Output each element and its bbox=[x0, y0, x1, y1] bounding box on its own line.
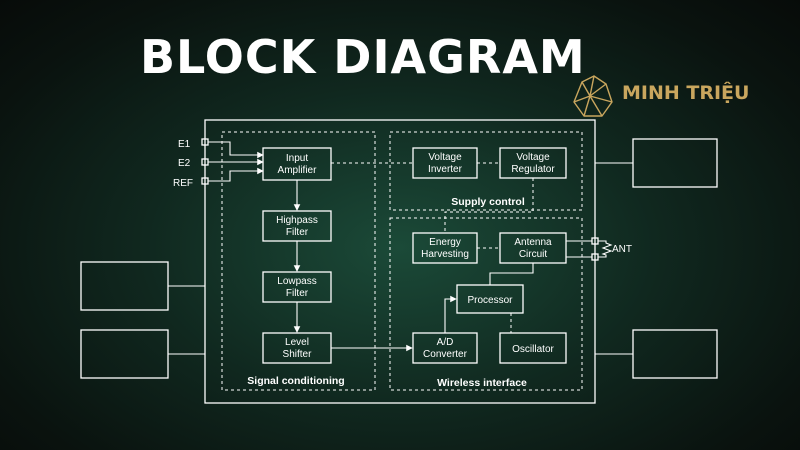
block-voltage-inverter: Voltage Inverter bbox=[412, 147, 478, 179]
brand-name: MINH TRIỆU bbox=[622, 82, 750, 104]
block-label-line: Level bbox=[285, 337, 309, 348]
external-box-right-bottom bbox=[632, 329, 718, 379]
wire-processor-antenna bbox=[489, 263, 534, 285]
block-label-line: Circuit bbox=[519, 249, 548, 260]
block-label-line: A/D bbox=[437, 337, 454, 348]
block-label-line: Voltage bbox=[516, 152, 550, 163]
block-label-line: Inverter bbox=[428, 164, 463, 175]
block-label-line: Energy bbox=[429, 237, 461, 248]
wire-converter-processor bbox=[444, 295, 457, 333]
group-supply-control bbox=[389, 131, 583, 211]
page-title: BLOCK DIAGRAM bbox=[140, 30, 586, 84]
block-antenna-circuit: Antenna Circuit bbox=[499, 232, 567, 264]
external-box-left-top bbox=[80, 261, 169, 311]
supply-line-regulator-harvesting bbox=[444, 178, 534, 233]
block-label-line: Processor bbox=[467, 295, 513, 306]
block-ad-converter: A/D Converter bbox=[412, 332, 478, 364]
block-label-line: Harvesting bbox=[421, 249, 469, 260]
group-label-wireless-interface: Wireless interface bbox=[437, 377, 527, 389]
block-label-line: Lowpass bbox=[277, 276, 316, 287]
block-label-line: Input bbox=[286, 153, 308, 164]
block-label-line: Amplifier bbox=[278, 165, 318, 176]
block-oscillator: Oscillator bbox=[499, 332, 567, 364]
block-label-line: Converter bbox=[423, 349, 468, 360]
input-label-ref: REF bbox=[173, 178, 193, 189]
antenna-label: ANT bbox=[612, 244, 632, 255]
brand-logo: MINH TRIỆU bbox=[568, 72, 778, 120]
wire-ref-amplifier bbox=[208, 167, 264, 182]
group-wireless-interface bbox=[389, 217, 583, 391]
external-box-right-top bbox=[632, 138, 718, 188]
block-voltage-regulator: Voltage Regulator bbox=[499, 147, 567, 179]
block-label-line: Filter bbox=[286, 288, 309, 299]
block-input-amplifier: Input Amplifier bbox=[262, 147, 332, 181]
main-enclosure bbox=[204, 119, 596, 404]
block-label-line: Voltage bbox=[428, 152, 462, 163]
crystal-icon bbox=[573, 75, 613, 117]
group-label-supply-control: Supply control bbox=[451, 196, 525, 208]
block-label-line: Antenna bbox=[514, 237, 552, 248]
block-lowpass-filter: Lowpass Filter bbox=[262, 271, 332, 303]
block-label-line: Highpass bbox=[276, 215, 318, 226]
group-signal-conditioning bbox=[221, 131, 376, 391]
wire-e1-amplifier bbox=[208, 141, 264, 159]
block-level-shifter: Level Shifter bbox=[262, 332, 332, 364]
antenna-coil bbox=[598, 240, 613, 258]
group-label-signal-conditioning: Signal conditioning bbox=[247, 375, 344, 387]
block-label-line: Filter bbox=[286, 227, 309, 238]
input-label-e1: E1 bbox=[178, 139, 191, 150]
external-box-left-bottom bbox=[80, 329, 169, 379]
input-label-e2: E2 bbox=[178, 158, 191, 169]
block-label-line: Regulator bbox=[511, 164, 555, 175]
block-processor: Processor bbox=[456, 284, 524, 314]
block-label-line: Oscillator bbox=[512, 344, 554, 355]
block-highpass-filter: Highpass Filter bbox=[262, 210, 332, 242]
block-energy-harvesting: Energy Harvesting bbox=[412, 232, 478, 264]
block-label-line: Shifter bbox=[283, 349, 313, 360]
